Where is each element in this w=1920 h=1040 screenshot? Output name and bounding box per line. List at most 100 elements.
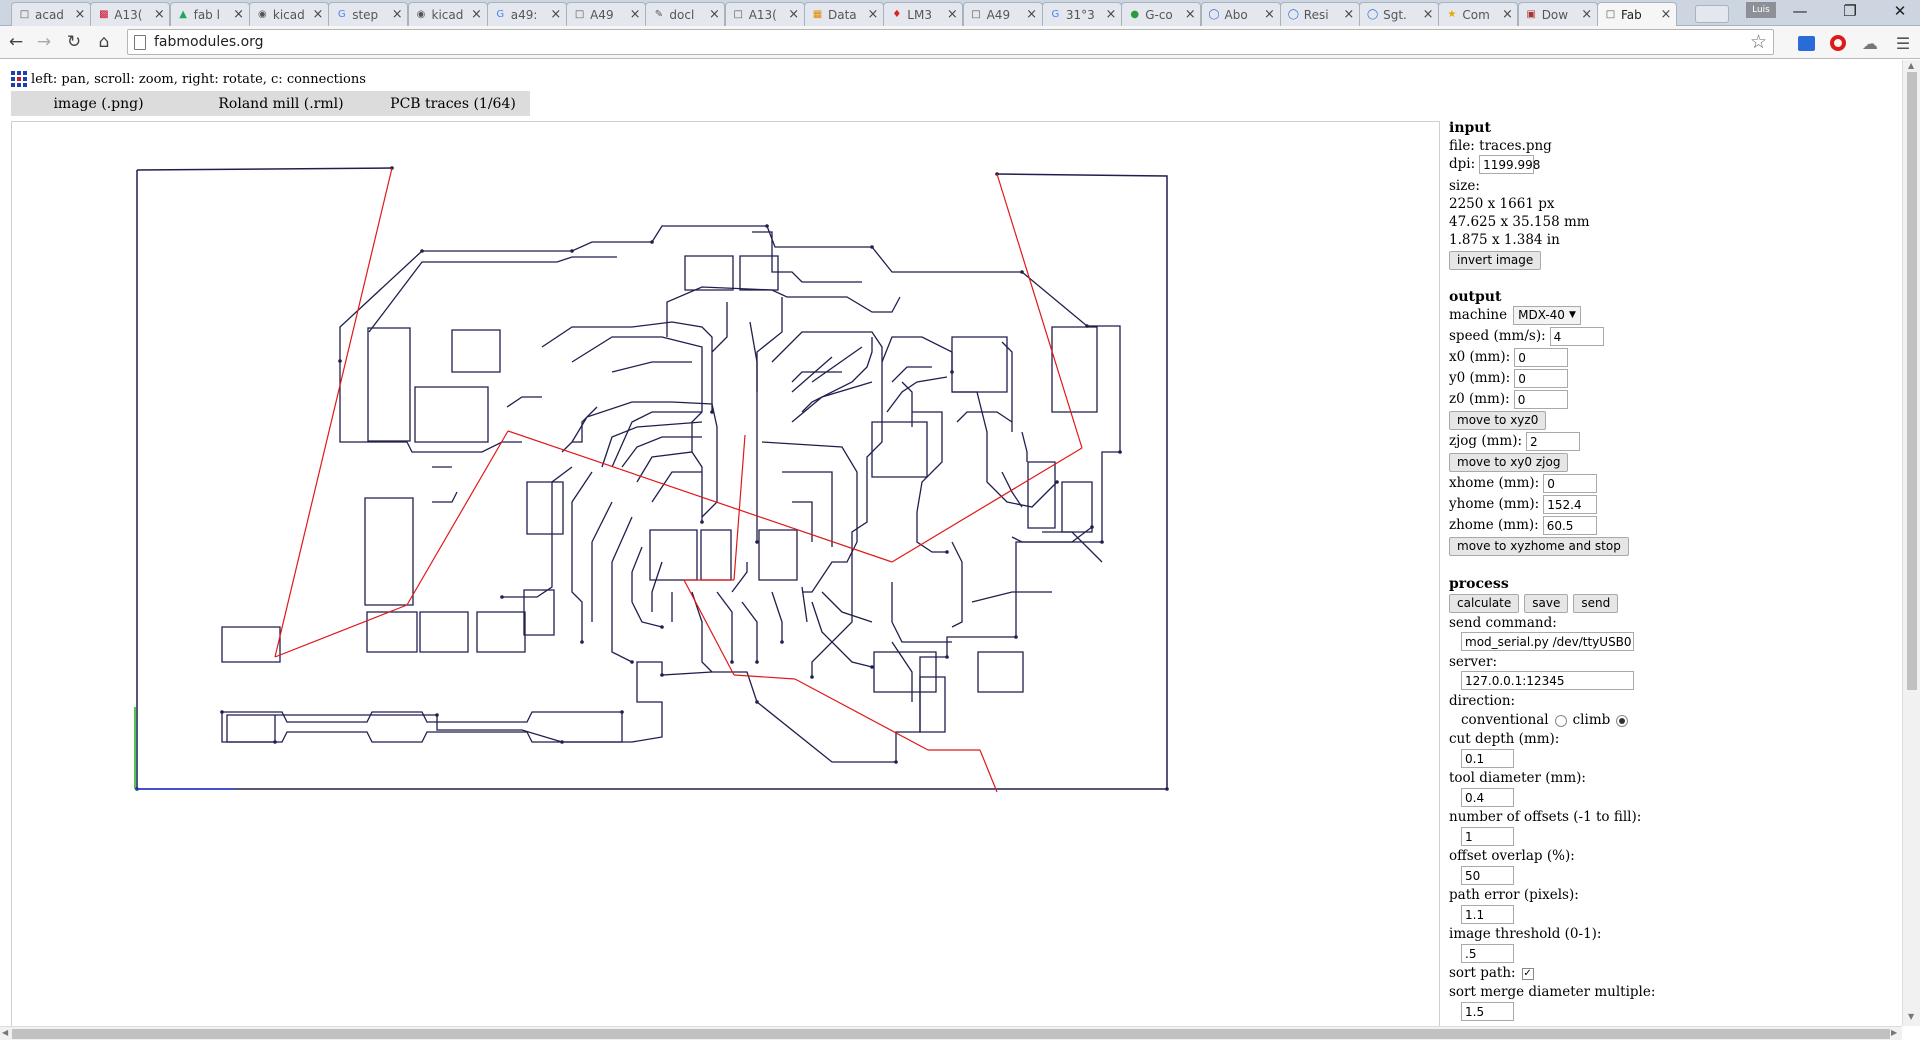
browser-tab[interactable]: ▣Dow×: [1517, 2, 1598, 26]
cut-depth-input[interactable]: 0.1: [1461, 749, 1514, 768]
close-tab-icon[interactable]: ×: [946, 7, 958, 22]
tab-roland-mill[interactable]: Roland mill (.rml): [218, 95, 344, 112]
vertical-scroll-thumb[interactable]: [1907, 72, 1917, 690]
scroll-up-icon[interactable]: ▲: [1908, 61, 1915, 70]
threshold-input[interactable]: .5: [1461, 944, 1514, 963]
yhome-input[interactable]: 152.4: [1543, 495, 1598, 514]
browser-tab[interactable]: ♦LM3×: [883, 2, 964, 26]
extension-dashboard-icon[interactable]: [1796, 33, 1816, 53]
close-tab-icon[interactable]: ×: [74, 7, 86, 22]
browser-tab[interactable]: ★Com×: [1438, 2, 1519, 26]
horizontal-scrollbar[interactable]: ◀ ▶: [0, 1026, 1902, 1040]
close-tab-icon[interactable]: ×: [312, 7, 324, 22]
zjog-input[interactable]: 2: [1526, 432, 1581, 451]
browser-tab[interactable]: □A13(×: [724, 2, 805, 26]
invert-image-button[interactable]: invert image: [1449, 251, 1542, 270]
sort-merge-input[interactable]: 1.5: [1461, 1002, 1514, 1021]
cloud-extension-icon[interactable]: ☁: [1862, 33, 1878, 53]
scroll-down-icon[interactable]: ▼: [1908, 1012, 1915, 1021]
close-tab-icon[interactable]: ×: [233, 7, 245, 22]
forward-icon[interactable]: →: [36, 32, 52, 52]
dpi-input[interactable]: 1199.998: [1479, 155, 1540, 174]
vertical-scrollbar[interactable]: ▲ ▼: [1902, 60, 1920, 1026]
conventional-radio[interactable]: [1554, 714, 1567, 727]
close-tab-icon[interactable]: ×: [1343, 7, 1355, 22]
close-tab-icon[interactable]: ×: [1026, 7, 1038, 22]
close-tab-icon[interactable]: ×: [1581, 7, 1593, 22]
xhome-input[interactable]: 0: [1543, 474, 1598, 493]
new-tab-button[interactable]: [1695, 5, 1729, 23]
z0-input[interactable]: 0: [1513, 390, 1568, 409]
overlap-input[interactable]: 50: [1461, 866, 1514, 885]
toolpath-canvas[interactable]: [11, 121, 1440, 1026]
close-tab-icon[interactable]: ×: [629, 7, 641, 22]
reload-icon[interactable]: ↻: [66, 32, 82, 52]
scroll-right-icon[interactable]: ▶: [1891, 1028, 1898, 1037]
browser-tab[interactable]: ◉kicad×: [407, 2, 488, 26]
send-command-input[interactable]: mod_serial.py /dev/ttyUSB0: [1461, 632, 1634, 651]
restore-icon[interactable]: ❐: [1843, 2, 1857, 20]
machine-select[interactable]: MDX-40▼: [1513, 306, 1581, 325]
browser-tab[interactable]: ●G-co×: [1121, 2, 1202, 26]
horizontal-scroll-thumb[interactable]: [12, 1029, 1890, 1039]
browser-tab[interactable]: ▩A13(×: [90, 2, 171, 26]
sort-path-checkbox[interactable]: ✓: [1521, 967, 1534, 980]
move-to-xyz0-button[interactable]: move to xyz0: [1449, 411, 1547, 430]
browser-tab[interactable]: □A49×: [962, 2, 1043, 26]
close-tab-icon[interactable]: ×: [788, 7, 800, 22]
close-tab-icon[interactable]: ×: [1660, 7, 1672, 22]
close-window-icon[interactable]: ✕: [1893, 2, 1907, 20]
browser-tab[interactable]: □Fab×: [1597, 2, 1677, 26]
back-icon[interactable]: ←: [8, 32, 24, 52]
scroll-left-icon[interactable]: ◀: [2, 1028, 9, 1037]
tool-diameter-input[interactable]: 0.4: [1461, 788, 1514, 807]
path-error-input[interactable]: 1.1: [1461, 905, 1514, 924]
close-tab-icon[interactable]: ×: [867, 7, 879, 22]
close-tab-icon[interactable]: ×: [1184, 7, 1196, 22]
offsets-input[interactable]: 1: [1461, 827, 1514, 846]
y0-input[interactable]: 0: [1514, 369, 1569, 388]
browser-tab[interactable]: ◯Abo×: [1200, 2, 1281, 26]
browser-tab[interactable]: ◉kicad×: [248, 2, 329, 26]
calculate-button[interactable]: calculate: [1449, 594, 1520, 613]
browser-tab[interactable]: ✎docl×: [645, 2, 726, 26]
address-bar[interactable]: fabmodules.org ☆: [127, 29, 1774, 55]
browser-tab[interactable]: □acad×: [11, 2, 91, 26]
browser-tab[interactable]: □A49×: [566, 2, 647, 26]
close-tab-icon[interactable]: ×: [1422, 7, 1434, 22]
fab-modules-grid-icon[interactable]: [10, 70, 28, 88]
browser-tab[interactable]: ◯Sgt.×: [1359, 2, 1440, 26]
browser-tab[interactable]: ◯Resi×: [1279, 2, 1360, 26]
close-tab-icon[interactable]: ×: [1264, 7, 1275, 22]
save-button[interactable]: save: [1524, 594, 1569, 613]
move-to-xyzhome-button[interactable]: move to xyzhome and stop: [1449, 537, 1629, 556]
minimize-icon[interactable]: —: [1792, 2, 1808, 20]
tab-image-png[interactable]: image (.png): [53, 95, 144, 112]
server-input[interactable]: 127.0.0.1:12345: [1461, 671, 1634, 690]
close-tab-icon[interactable]: ×: [153, 7, 165, 22]
close-tab-icon[interactable]: ×: [550, 7, 562, 22]
close-tab-icon[interactable]: ×: [1105, 7, 1117, 22]
speed-input[interactable]: 4: [1549, 327, 1604, 346]
browser-tab[interactable]: ▦Data×: [804, 2, 884, 26]
climb-radio[interactable]: [1616, 714, 1629, 727]
move-to-xy0-zjog-button[interactable]: move to xy0 zjog: [1449, 453, 1569, 472]
x0-input[interactable]: 0: [1514, 348, 1569, 367]
zhome-input[interactable]: 60.5: [1542, 516, 1597, 535]
close-tab-icon[interactable]: ×: [391, 7, 403, 22]
tab-pcb-traces[interactable]: PCB traces (1/64): [390, 95, 516, 112]
close-tab-icon[interactable]: ×: [1501, 7, 1513, 22]
close-tab-icon[interactable]: ×: [471, 7, 482, 22]
home-icon[interactable]: ⌂: [98, 32, 110, 52]
menu-icon[interactable]: ☰: [1895, 33, 1911, 53]
send-button[interactable]: send: [1573, 594, 1619, 613]
close-tab-icon[interactable]: ×: [708, 7, 720, 22]
profile-button[interactable]: Luis: [1746, 2, 1776, 18]
browser-tab[interactable]: ▲fab l×: [169, 2, 250, 26]
opera-extension-icon[interactable]: [1828, 33, 1848, 53]
toolpath-drawing[interactable]: [12, 122, 1441, 1027]
bookmark-star-icon[interactable]: ☆: [1749, 31, 1767, 53]
